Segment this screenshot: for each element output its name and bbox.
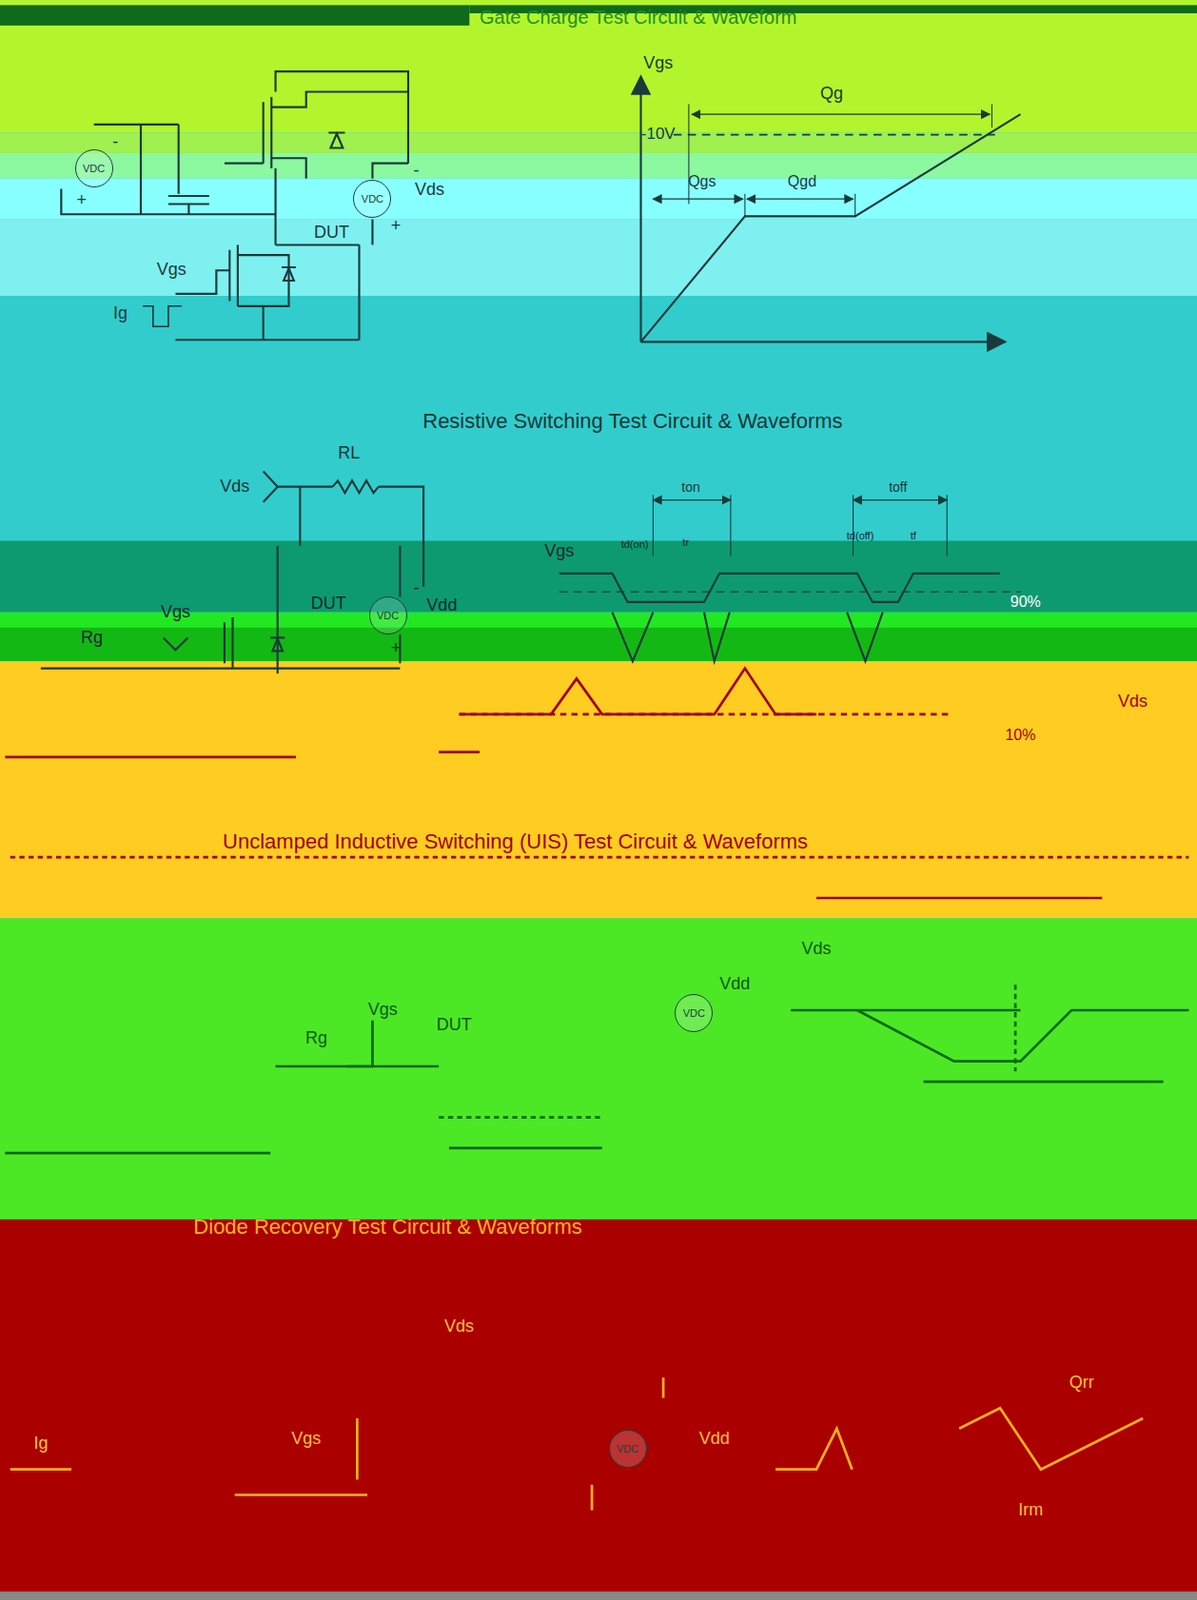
signal-label: td(off) [846, 529, 875, 542]
signal-label: Vgs [160, 603, 191, 623]
signal-label: - [413, 161, 420, 181]
signal-label: -10V [641, 125, 676, 144]
voltage-source-symbol: VDC [608, 1430, 648, 1469]
signal-label: Vgs [544, 542, 574, 562]
voltage-source-symbol: VDC [674, 994, 713, 1033]
signal-label: Vds [801, 940, 831, 960]
signal-label: RL [337, 444, 360, 464]
signal-label: Vgs [643, 54, 673, 74]
signal-label: DUT [436, 1016, 472, 1036]
section-title: Gate Charge Test Circuit & Waveform [479, 6, 797, 28]
signal-label: Ig [33, 1434, 48, 1454]
signal-label: Vgs [291, 1430, 321, 1450]
signal-label: Vgs [368, 1000, 398, 1021]
source-label: VDC [82, 162, 105, 175]
signal-label: DUT [313, 223, 350, 243]
signal-label: Vds [1118, 692, 1148, 712]
signal-label: Vds [444, 1317, 474, 1337]
signal-label: Qgs [687, 173, 716, 191]
signal-label: Qgd [787, 173, 817, 191]
source-label: VDC [683, 1007, 706, 1020]
voltage-source-symbol: VDC [353, 179, 392, 218]
signal-label: Rg [80, 628, 103, 648]
signal-label: toff [888, 480, 907, 495]
signal-label: tf [910, 529, 917, 542]
voltage-source-symbol: VDC [75, 149, 114, 188]
signal-label: Qg [820, 84, 844, 104]
signal-label: 90% [1010, 593, 1041, 611]
signal-label: Qrr [1069, 1373, 1095, 1394]
signal-label: Irm [1018, 1501, 1043, 1521]
source-label: VDC [376, 609, 399, 622]
signal-label: ton [681, 480, 700, 495]
signal-label: td(on) [621, 538, 649, 550]
signal-label: tr [682, 536, 689, 549]
source-label: VDC [361, 193, 384, 205]
signal-label: Vds [219, 477, 250, 497]
signal-label: + [391, 639, 402, 659]
signal-label: Rg [305, 1029, 328, 1049]
signal-label: Vgs [156, 260, 187, 280]
section-title: Resistive Switching Test Circuit & Wavef… [422, 410, 843, 433]
voltage-source-symbol: VDC [369, 596, 408, 635]
signal-label: 10% [1004, 726, 1036, 745]
signal-label: Ig [113, 304, 128, 324]
signal-label: DUT [311, 594, 347, 614]
signal-label: Vds [414, 180, 445, 200]
signal-label: + [391, 216, 402, 236]
signal-label: Vdd [719, 975, 750, 995]
signal-label: Vdd [426, 596, 457, 616]
signal-label: + [77, 191, 88, 211]
signal-label: Vdd [699, 1430, 730, 1450]
section-title: Unclamped Inductive Switching (UIS) Test… [222, 830, 808, 854]
section-title: Diode Recovery Test Circuit & Waveforms [193, 1216, 582, 1239]
signal-label: - [413, 579, 420, 599]
signal-label: - [112, 133, 118, 153]
source-label: VDC [616, 1443, 639, 1455]
